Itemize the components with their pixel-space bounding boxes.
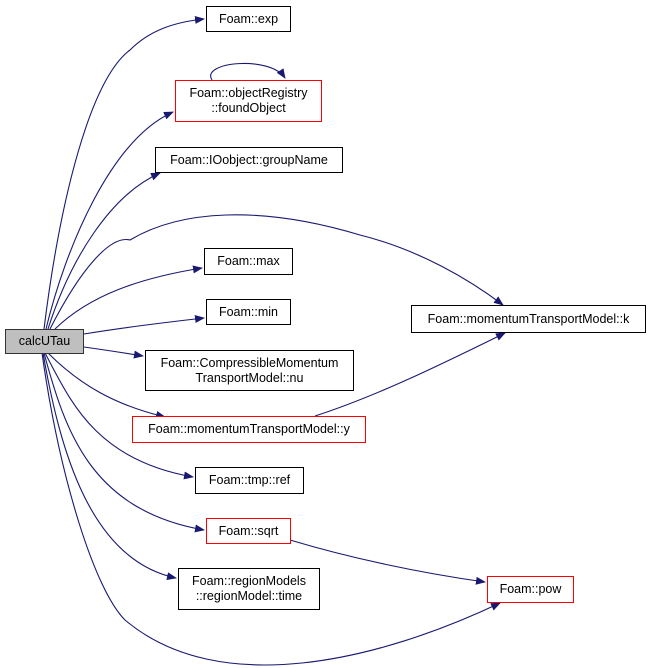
edge-foundobject-self (210, 62, 286, 81)
edge-calcutau-groupname (47, 172, 161, 330)
node-pow[interactable]: Foam::pow (487, 576, 574, 603)
edge-sqrt-pow (289, 539, 486, 585)
node-max[interactable]: Foam::max (204, 248, 293, 275)
node-y[interactable]: Foam::momentumTransportModel::y (132, 416, 366, 443)
node-min[interactable]: Foam::min (206, 299, 291, 325)
edge-calcutau-sqrt (43, 352, 205, 533)
edge-calcutau-ref (44, 352, 194, 480)
edge-calcutau-time (42, 352, 177, 581)
node-foundobject[interactable]: Foam::objectRegistry ::foundObject (175, 80, 322, 122)
node-ref[interactable]: Foam::tmp::ref (195, 467, 304, 494)
node-calcutau[interactable]: calcUTau (5, 329, 84, 354)
node-sqrt[interactable]: Foam::sqrt (206, 518, 291, 544)
node-time[interactable]: Foam::regionModels ::regionModel::time (178, 568, 320, 610)
edge-calcutau-pow (41, 352, 501, 666)
edge-calcutau-max (54, 265, 203, 330)
node-k[interactable]: Foam::momentumTransportModel::k (411, 305, 646, 333)
edge-y-k (314, 332, 506, 417)
edge-calcutau-k (49, 214, 504, 330)
edge-calcutau-min (83, 315, 205, 335)
edge-calcutau-nu (83, 346, 144, 359)
node-nu[interactable]: Foam::CompressibleMomentum TransportMode… (145, 350, 354, 391)
node-groupname[interactable]: Foam::IOobject::groupName (155, 147, 343, 173)
edge-calcutau-exp (43, 15, 205, 330)
edge-calcutau-foundobject (45, 111, 174, 330)
node-exp[interactable]: Foam::exp (206, 6, 291, 32)
edge-calcutau-y (47, 352, 166, 419)
